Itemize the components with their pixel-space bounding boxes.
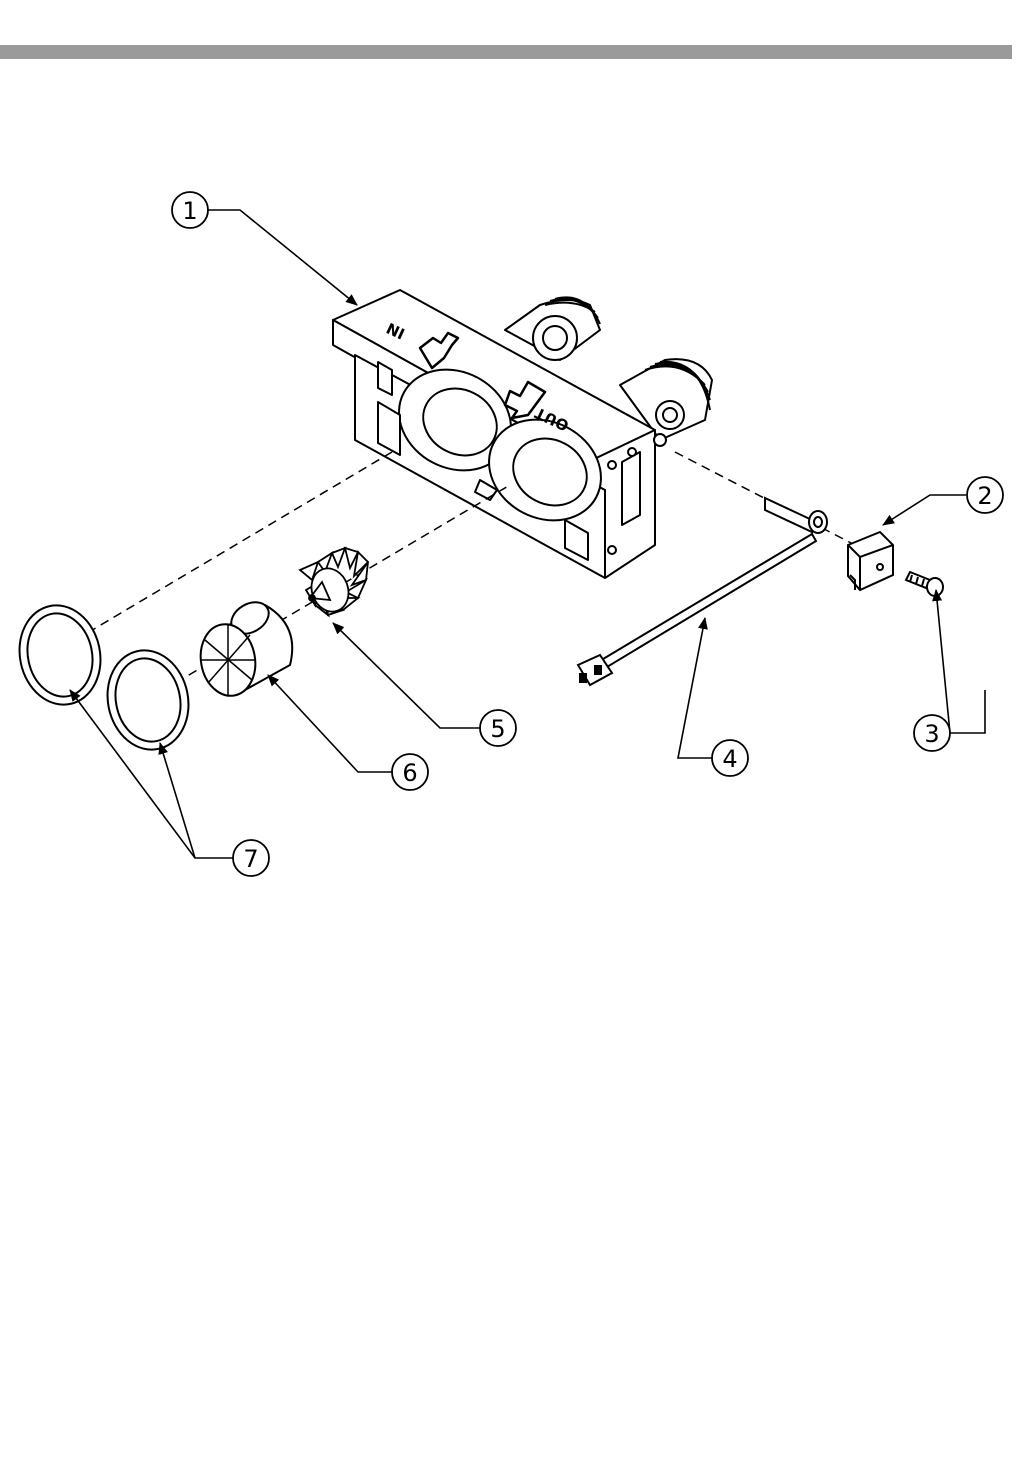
callout-7-label: 7 bbox=[243, 845, 258, 873]
callout-1-label: 1 bbox=[182, 197, 197, 225]
callout-7: 7 bbox=[233, 840, 269, 876]
o-ring-outer bbox=[10, 598, 109, 712]
callout-4: 4 bbox=[712, 740, 748, 776]
sensor-cap bbox=[848, 532, 893, 590]
callout-2-label: 2 bbox=[977, 482, 992, 510]
o-ring-inner bbox=[98, 643, 197, 757]
callout-1: 1 bbox=[172, 192, 208, 228]
callout-6: 6 bbox=[392, 754, 428, 790]
callout-2: 2 bbox=[967, 477, 1003, 513]
callout-5-label: 5 bbox=[490, 715, 505, 743]
turbine bbox=[300, 548, 368, 617]
callout-4-label: 4 bbox=[722, 745, 737, 773]
callout-3-label: 3 bbox=[924, 720, 939, 748]
callout-5: 5 bbox=[480, 710, 516, 746]
callout-3: 3 bbox=[914, 715, 950, 751]
callout-6-label: 6 bbox=[402, 759, 417, 787]
screw bbox=[906, 572, 943, 596]
threaded-port-rear bbox=[505, 297, 600, 360]
